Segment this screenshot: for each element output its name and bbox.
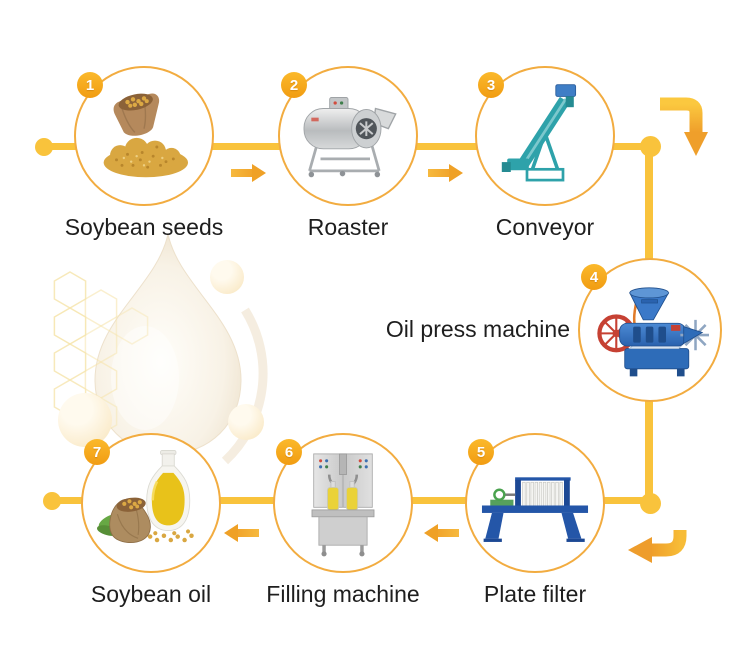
flow-arrow-left-5-6	[424, 524, 459, 542]
cream-bubble	[58, 393, 112, 447]
flow-arrow-left-6-7	[224, 524, 259, 542]
step-label: Roaster	[307, 214, 389, 240]
step-number-badge: 3	[478, 72, 504, 98]
filling-machine-photo	[311, 453, 375, 557]
step-soybean-oil: 7 Soybean oil	[81, 433, 221, 607]
oil-press-machine-photo	[597, 287, 709, 377]
elbow-arrow-down-icon	[660, 97, 708, 156]
soybean-seeds-photo	[103, 93, 188, 178]
screw-conveyor-photo	[501, 84, 577, 182]
line-end-dot	[43, 492, 61, 510]
oil-droplet-watermark	[94, 233, 268, 465]
cream-bubble	[228, 404, 264, 440]
step-label: Plate filter	[483, 581, 587, 607]
step-oil-press-machine: 4 Oil press machine	[386, 258, 722, 402]
step-plate-filter: 5 Plate filter	[465, 433, 605, 607]
step-number-badge: 1	[77, 72, 103, 98]
roaster-machine-photo	[303, 97, 397, 178]
step-label: Soybean oil	[90, 581, 212, 607]
step-conveyor: 3 Conveyor	[475, 66, 615, 240]
corner-dot-top-right	[640, 136, 661, 157]
step-number-badge: 4	[581, 264, 607, 290]
step-label: Soybean seeds	[64, 214, 224, 240]
elbow-arrow-left-icon	[628, 530, 687, 563]
cream-bubble	[210, 260, 244, 294]
step-number-badge: 2	[281, 72, 307, 98]
step-filling-machine: 6 Filling machine	[266, 433, 420, 607]
flow-arrow-right-2-3	[428, 164, 463, 182]
step-label: Filling machine	[266, 581, 420, 607]
step-label: Conveyor	[495, 214, 595, 240]
soybean-oil-bottle-photo	[96, 450, 194, 543]
step-circle	[475, 66, 615, 206]
plate-filter-press-photo	[481, 477, 589, 542]
corner-dot-bottom-right	[640, 493, 661, 514]
step-number-badge: 7	[84, 439, 110, 465]
step-number-badge: 5	[468, 439, 494, 465]
step-number-badge: 6	[276, 439, 302, 465]
step-soybean-seeds: 1 Soybean seeds	[65, 66, 223, 240]
flow-arrow-right-1-2	[231, 164, 266, 182]
step-label: Oil press machine	[385, 316, 570, 342]
line-end-dot	[35, 138, 53, 156]
step-roaster: 2 Roaster	[278, 66, 418, 240]
step-circle	[273, 433, 413, 573]
